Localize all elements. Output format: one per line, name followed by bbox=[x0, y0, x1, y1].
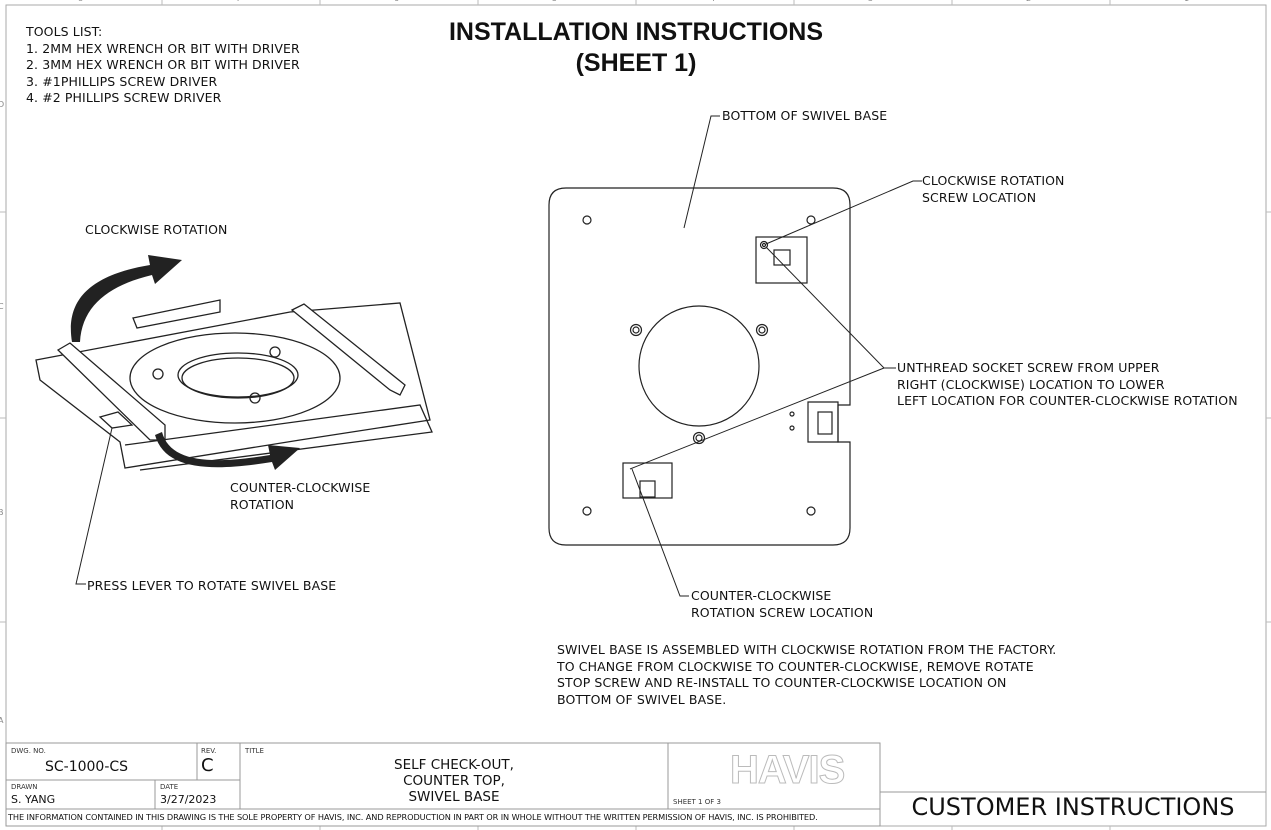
label-press-lever: PRESS LEVER TO ROTATE SWIVEL BASE bbox=[87, 578, 337, 593]
dwg-no-label: DWG. NO. bbox=[11, 747, 46, 755]
drawing-title-line: COUNTER TOP, bbox=[403, 773, 505, 789]
label-ccw-rotation: COUNTER-CLOCKWISE ROTATION bbox=[230, 480, 370, 513]
note-line: BOTTOM OF SWIVEL BASE. bbox=[557, 691, 727, 707]
ccw-screw-line-1: COUNTER-CLOCKWISE bbox=[691, 588, 832, 603]
title-line-2: (SHEET 1) bbox=[575, 49, 697, 77]
unthread-line-3: LEFT LOCATION FOR COUNTER-CLOCKWISE ROTA… bbox=[897, 393, 1238, 408]
tool-item: 3. #1PHILLIPS SCREW DRIVER bbox=[26, 73, 218, 89]
zone-col-6: 6 bbox=[394, 0, 399, 3]
note-line: STOP SCREW AND RE-INSTALL TO COUNTER-CLO… bbox=[557, 675, 1007, 690]
dwg-no: SC-1000-CS bbox=[45, 759, 129, 775]
drawn-by: S. YANG bbox=[11, 793, 56, 806]
date-label: DATE bbox=[160, 783, 179, 791]
label-clockwise-rotation: CLOCKWISE ROTATION bbox=[85, 222, 228, 237]
zone-col-5: 5 bbox=[552, 0, 557, 3]
label-bottom-of-swivel-base: BOTTOM OF SWIVEL BASE bbox=[722, 108, 888, 123]
zone-col-7: 7 bbox=[236, 0, 241, 3]
cw-screw-line-2: SCREW LOCATION bbox=[922, 189, 1037, 205]
zone-row-b: B bbox=[0, 508, 4, 517]
rev: C bbox=[201, 755, 214, 776]
drawing-title: SELF CHECK-OUT, COUNTER TOP, SWIVEL BASE bbox=[240, 757, 668, 805]
zone-col-2: 2 bbox=[1026, 0, 1031, 3]
swivel-base-isometric bbox=[35, 299, 433, 471]
ccw-screw-line-2: ROTATION SCREW LOCATION bbox=[691, 604, 874, 620]
unthread-line-2: RIGHT (CLOCKWISE) LOCATION TO LOWER bbox=[897, 376, 1165, 392]
label-cw-screw-location: CLOCKWISE ROTATION SCREW LOCATION bbox=[922, 173, 1065, 206]
disclaimer: THE INFORMATION CONTAINED IN THIS DRAWIN… bbox=[8, 812, 818, 822]
title-line-1: INSTALLATION INSTRUCTIONS bbox=[448, 18, 824, 46]
tool-item: 4. #2 PHILLIPS SCREW DRIVER bbox=[26, 90, 222, 105]
date: 3/27/2023 bbox=[160, 793, 217, 806]
note-line: SWIVEL BASE IS ASSEMBLED WITH CLOCKWISE … bbox=[557, 642, 1057, 657]
label-unthread: UNTHREAD SOCKET SCREW FROM UPPER RIGHT (… bbox=[897, 360, 1238, 410]
tools-heading: TOOLS LIST: bbox=[26, 24, 103, 39]
ccw-line-2: ROTATION bbox=[230, 496, 295, 512]
rotation-arrows bbox=[70, 255, 300, 470]
drawing-title-line: SELF CHECK-OUT, bbox=[394, 757, 514, 773]
note-line: TO CHANGE FROM CLOCKWISE TO COUNTER-CLOC… bbox=[557, 658, 1034, 674]
rev-label: REV. bbox=[201, 747, 217, 755]
zone-col-4: 4 bbox=[710, 0, 715, 3]
zone-col-8: 8 bbox=[78, 0, 83, 3]
zone-row-a: A bbox=[0, 716, 4, 725]
zone-col-3: 3 bbox=[868, 0, 873, 3]
zone-row-d: D bbox=[0, 100, 5, 109]
ccw-line-1: COUNTER-CLOCKWISE bbox=[230, 480, 371, 495]
label-ccw-screw-location: COUNTER-CLOCKWISE ROTATION SCREW LOCATIO… bbox=[691, 588, 873, 621]
title-label: TITLE bbox=[245, 747, 264, 755]
zone-row-c: C bbox=[0, 302, 4, 311]
swivel-base-bottom-view bbox=[548, 187, 851, 546]
unthread-line-1: UNTHREAD SOCKET SCREW FROM UPPER bbox=[897, 360, 1160, 375]
havis-logo: HAVIS bbox=[729, 748, 845, 793]
page-title: INSTALLATION INSTRUCTIONS (SHEET 1) bbox=[436, 17, 836, 79]
tools-list: TOOLS LIST: 1. 2MM HEX WRENCH OR BIT WIT… bbox=[26, 24, 300, 107]
customer-instructions: CUSTOMER INSTRUCTIONS bbox=[911, 793, 1235, 821]
drawing-title-line: SWIVEL BASE bbox=[408, 789, 500, 805]
zone-col-1: 1 bbox=[1184, 0, 1189, 3]
tool-item: 2. 3MM HEX WRENCH OR BIT WITH DRIVER bbox=[26, 57, 300, 72]
assembly-note: SWIVEL BASE IS ASSEMBLED WITH CLOCKWISE … bbox=[557, 642, 1056, 708]
sheet-number: SHEET 1 OF 3 bbox=[673, 798, 721, 806]
drawn-label: DRAWN bbox=[11, 783, 38, 791]
cw-screw-line-1: CLOCKWISE ROTATION bbox=[922, 173, 1065, 188]
tool-item: 1. 2MM HEX WRENCH OR BIT WITH DRIVER bbox=[26, 40, 300, 56]
